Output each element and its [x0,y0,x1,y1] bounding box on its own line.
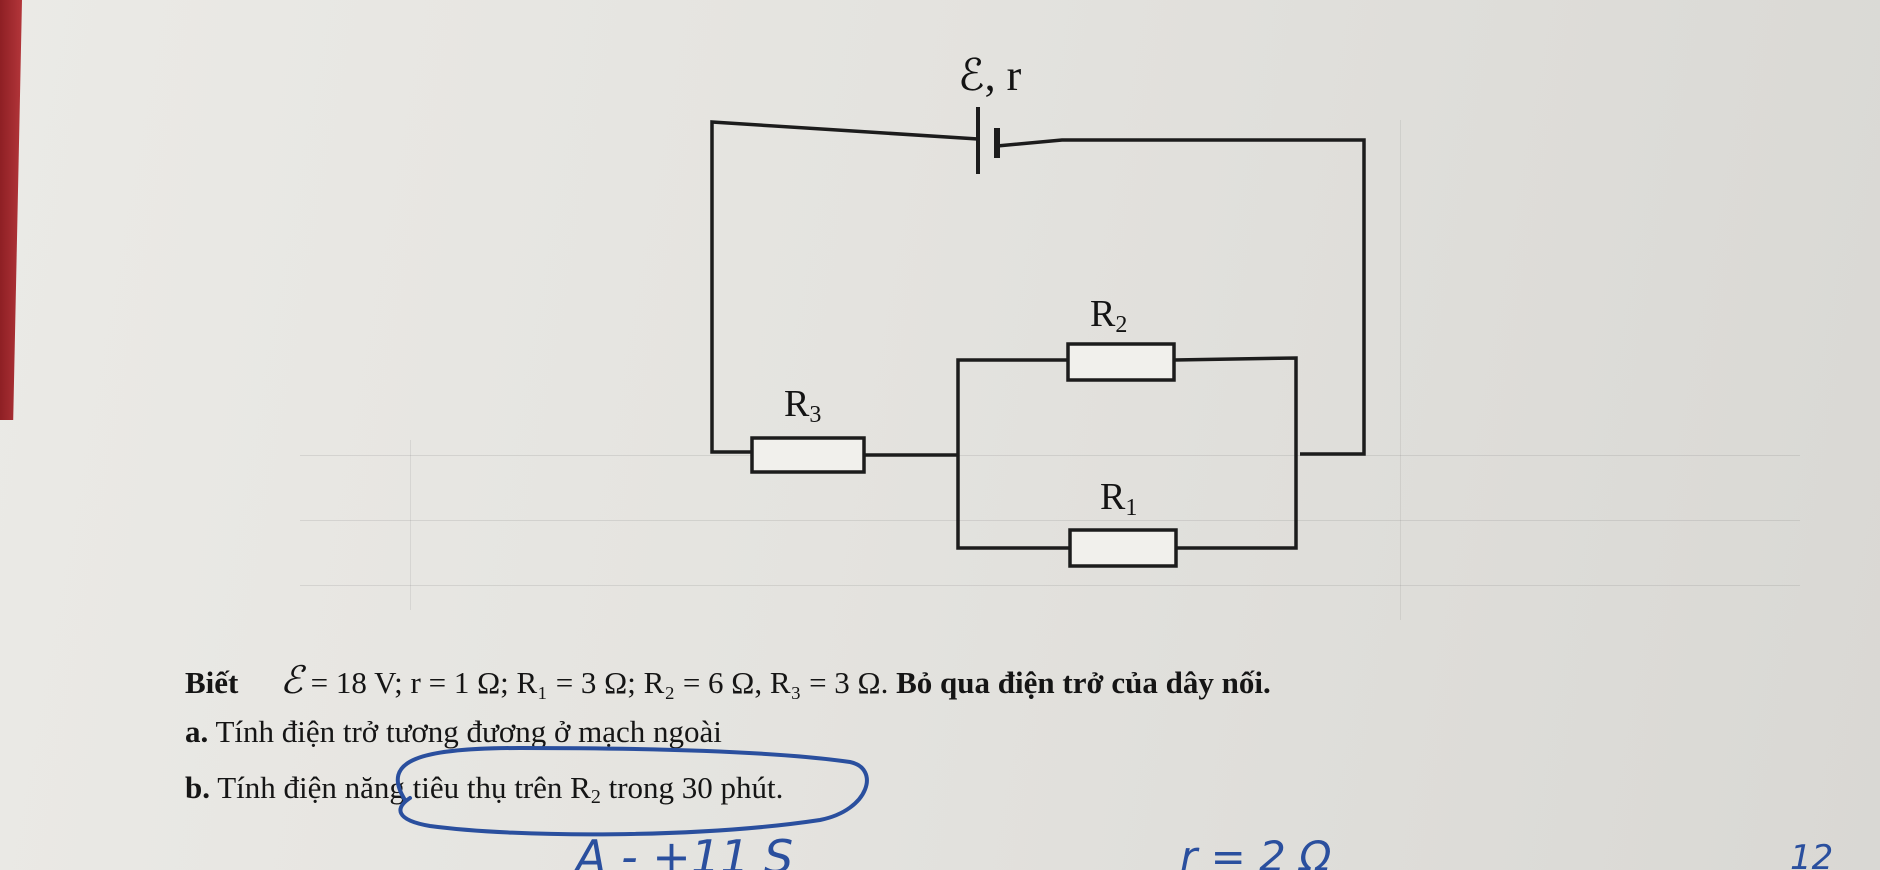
handwritten-note-right: 12 [1790,838,1834,870]
part-a: a. Tính điện trở tương đương ở mạch ngoà… [185,714,722,749]
resistor-r3 [750,436,866,474]
given-line: Biết ℰ = 18 V; r = 1 Ω; R₁ = 3 Ω; R₂ = 6… [185,658,1271,702]
bleed-through-line [410,440,411,610]
wire-r1-left [956,455,1070,550]
wire-left-loop [710,120,979,454]
r3-label: R3 [784,383,822,428]
bleed-through-line [1400,120,1401,620]
wire-r2-right [1173,356,1298,550]
resistor-r2 [1066,342,1176,382]
bleed-through-line [300,520,1800,521]
wire-right-loop [996,138,1366,456]
wire-r2-left [956,358,1068,455]
handwritten-note-left: A - +11 S [575,830,794,870]
r1-label: R1 [1100,476,1138,521]
bleed-through-line [300,585,1800,586]
bleed-through-line [300,455,1800,456]
resistor-r1 [1068,528,1178,568]
r2-label: R2 [1090,293,1128,338]
part-b: b. Tính điện năng tiêu thụ trên R2 trong… [185,770,784,808]
source-label: ℰ, r [958,51,1022,100]
handwritten-note-mid: r = 2 Ω [1180,832,1332,870]
